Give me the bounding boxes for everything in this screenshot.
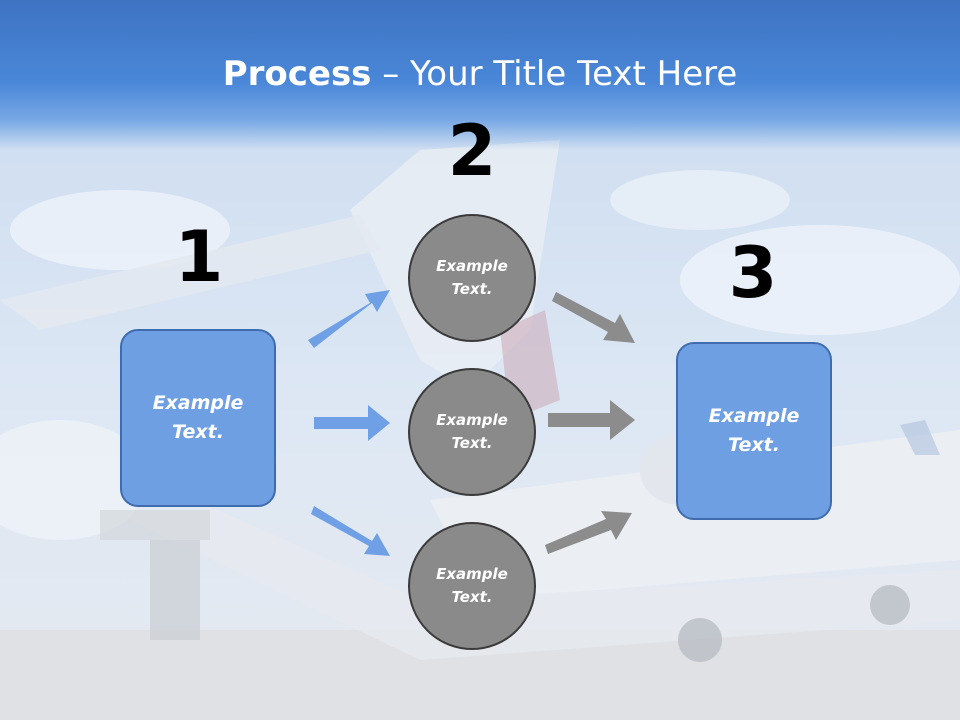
- blue-arrow-up: [308, 290, 390, 348]
- circle-bottom-text: Example Text.: [436, 565, 508, 606]
- circle-middle-text: Example Text.: [436, 411, 508, 452]
- circle-middle: Example Text.: [408, 368, 536, 496]
- circle-bottom: Example Text.: [408, 522, 536, 650]
- right-box-text: Example Text.: [708, 405, 800, 456]
- title-banner: [0, 0, 960, 150]
- right-step-box: Example Text.: [676, 342, 832, 520]
- title-rest-part: – Your Title Text Here: [371, 54, 738, 94]
- slide-title: Process – Your Title Text Here: [0, 52, 960, 96]
- gray-arrow-down-right: [552, 292, 635, 343]
- step-number-3: 3: [728, 232, 778, 314]
- step-number-2: 2: [447, 110, 497, 192]
- gray-arrow-right: [548, 400, 635, 440]
- blue-arrow-right: [314, 405, 390, 441]
- left-box-text: Example Text.: [152, 392, 244, 443]
- circle-top-text: Example Text.: [436, 257, 508, 298]
- gray-arrow-up-right: [545, 511, 632, 554]
- step-number-1: 1: [174, 216, 224, 298]
- title-bold-part: Process: [222, 54, 372, 94]
- blue-arrow-down: [311, 506, 390, 556]
- left-step-box: Example Text.: [120, 329, 276, 507]
- circle-top: Example Text.: [408, 214, 536, 342]
